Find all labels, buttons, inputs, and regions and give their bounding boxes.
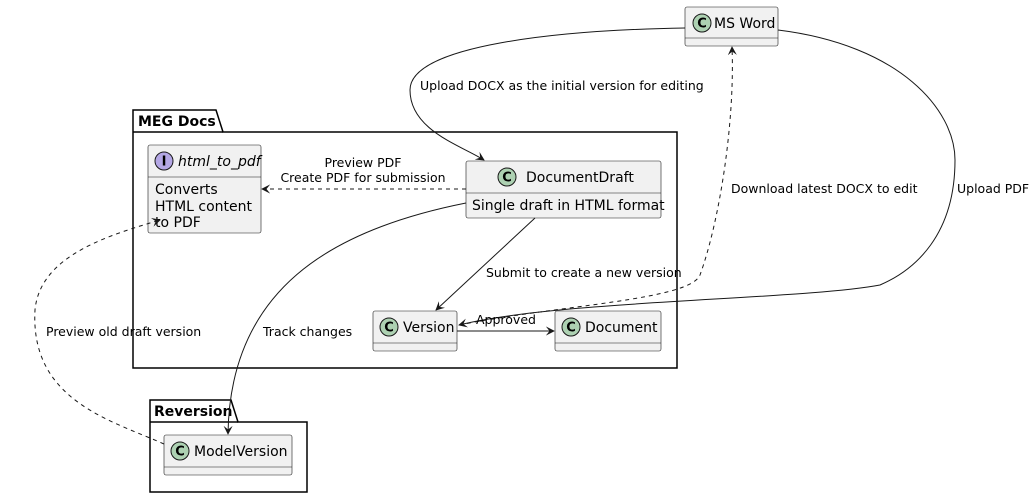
- edge-label-preview-old-draft: Preview old draft version: [46, 324, 201, 339]
- class-stereotype-letter: C: [566, 321, 576, 336]
- class-stereotype-icon: [561, 317, 581, 337]
- class-ms-word[interactable]: C MS Word: [684, 6, 779, 47]
- class-ms-word-name: MS Word: [714, 16, 775, 32]
- edge-submit-version: [435, 217, 536, 311]
- package-reversion: Reversion: [149, 399, 308, 493]
- class-document[interactable]: C Document: [554, 310, 662, 352]
- interface-stereotype-icon: [154, 151, 174, 171]
- edge-label-submit-version: Submit to create a new version: [486, 265, 682, 280]
- edge-label-preview-pdf-line: Create PDF for submission: [280, 170, 445, 185]
- package-reversion-title: Reversion: [154, 404, 233, 420]
- class-stereotype-icon: [379, 317, 399, 337]
- class-stereotype-letter: C: [175, 445, 185, 460]
- edge-label-preview-pdf-line: Preview PDF: [325, 155, 402, 170]
- class-document-draft-name: DocumentDraft: [526, 170, 634, 186]
- class-version-name: Version: [403, 320, 454, 336]
- class-stereotype-icon: [692, 13, 712, 33]
- class-stereotype-letter: C: [384, 321, 394, 336]
- interface-html-to-pdf-name: html_to_pdf: [178, 154, 263, 170]
- interface-description-line: to PDF: [155, 215, 201, 231]
- edge-label-upload-pdf: Upload PDF: [957, 181, 1029, 196]
- class-model-version-name: ModelVersion: [194, 444, 288, 460]
- class-document-draft[interactable]: C DocumentDraft Single draft in HTML for…: [465, 160, 665, 219]
- edge-label-upload-docx: Upload DOCX as the initial version for e…: [420, 78, 704, 93]
- package-meg-docs-title: MEG Docs: [138, 114, 216, 130]
- edge-label-download-docx: Download latest DOCX to edit: [731, 181, 918, 196]
- class-stereotype-icon: [170, 441, 190, 461]
- edge-upload-docx: [409, 27, 686, 161]
- class-version[interactable]: C Version: [372, 310, 458, 352]
- edge-upload-pdf: [458, 29, 956, 328]
- class-document-draft-description: Single draft in HTML format: [472, 198, 665, 214]
- package-meg-docs: MEG Docs: [132, 109, 678, 369]
- interface-html-to-pdf[interactable]: I html_to_pdf Converts HTML content to P…: [147, 144, 263, 234]
- interface-description-line: HTML content: [155, 199, 253, 215]
- edge-track-changes: [223, 202, 467, 435]
- edge-label-approved: Approved: [476, 312, 536, 327]
- edge-label-track-changes: Track changes: [262, 324, 352, 339]
- interface-stereotype-letter: I: [162, 155, 167, 170]
- edge-preview-old-draft: [34, 218, 165, 445]
- interface-description-line: Converts: [155, 182, 218, 198]
- class-model-version[interactable]: C ModelVersion: [163, 434, 293, 476]
- class-stereotype-letter: C: [502, 171, 512, 186]
- class-stereotype-icon: [497, 167, 517, 187]
- class-stereotype-letter: C: [697, 17, 707, 32]
- class-document-name: Document: [585, 320, 658, 336]
